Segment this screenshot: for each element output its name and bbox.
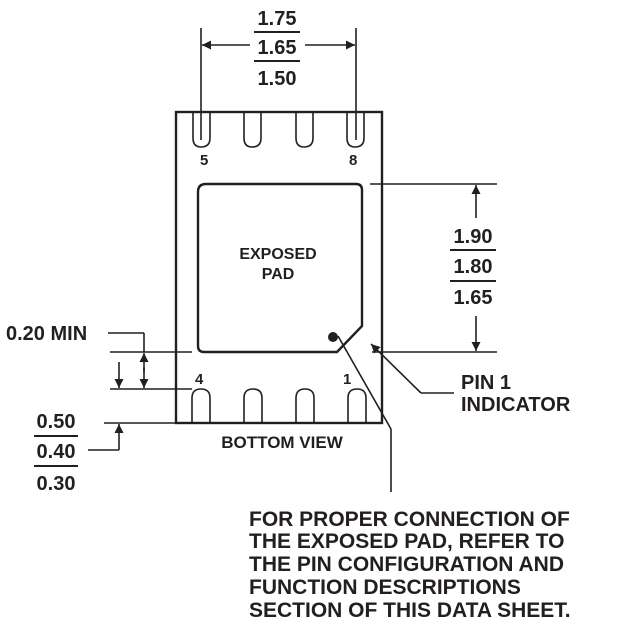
pad-max: 1.90: [454, 226, 493, 248]
pin-label-4: 4: [195, 371, 204, 388]
width-dimension: 1.75 1.65 1.50: [200, 8, 357, 140]
note-line-5: SECTION OF THIS DATA SHEET.: [249, 599, 571, 622]
exposed-pad-label-line2: PAD: [262, 266, 295, 283]
lead-bottom-1: [347, 388, 367, 423]
lead-bottom-3: [243, 388, 263, 423]
exposed-pad-label-line1: EXPOSED: [239, 246, 316, 263]
pin1-label-line2: INDICATOR: [461, 394, 571, 416]
note-line-1: FOR PROPER CONNECTION OF: [249, 508, 570, 531]
lead-top-8: [346, 112, 365, 148]
pin1-label-line1: PIN 1: [461, 372, 511, 394]
note-line-2: THE EXPOSED PAD, REFER TO: [249, 530, 564, 553]
lead-dimension: 0.50 0.40 0.30: [34, 362, 176, 495]
lead-top-5: [192, 112, 211, 148]
lead-top-7: [295, 112, 314, 148]
gap-dimension: 0.20 MIN: [6, 323, 192, 390]
pin-label-5: 5: [200, 152, 208, 169]
bottom-leads: [191, 388, 367, 423]
width-max: 1.75: [258, 8, 297, 30]
note-line-4: FUNCTION DESCRIPTIONS: [249, 576, 521, 599]
pad-nom: 1.80: [454, 256, 493, 278]
lead-max: 0.50: [37, 411, 76, 433]
pin1-leader-diagonal: [370, 343, 422, 394]
note-leader-diagonal: [337, 335, 392, 430]
pad-height-dimension: 1.90 1.80 1.65: [370, 183, 497, 353]
lead-bottom-4: [191, 388, 211, 423]
lead-top-6: [243, 112, 262, 148]
lead-nom: 0.40: [37, 441, 76, 463]
pad-min: 1.65: [454, 287, 493, 309]
view-label: BOTTOM VIEW: [221, 433, 343, 452]
pin1-callout: PIN 1 INDICATOR: [370, 343, 571, 416]
width-min: 1.50: [258, 68, 297, 90]
gap-label: 0.20 MIN: [6, 323, 87, 345]
pin1-dot: [328, 332, 338, 342]
note-line-3: THE PIN CONFIGURATION AND: [249, 553, 564, 576]
package-body: [174, 110, 384, 425]
top-leads: [192, 112, 365, 148]
lead-min: 0.30: [37, 473, 76, 495]
pin-label-1: 1: [343, 371, 351, 388]
pin-label-8: 8: [349, 152, 357, 169]
exposed-pad: [196, 182, 364, 354]
lead-bottom-2: [295, 388, 315, 423]
width-nom: 1.65: [258, 37, 297, 59]
note-block: FOR PROPER CONNECTION OF THE EXPOSED PAD…: [249, 508, 571, 622]
